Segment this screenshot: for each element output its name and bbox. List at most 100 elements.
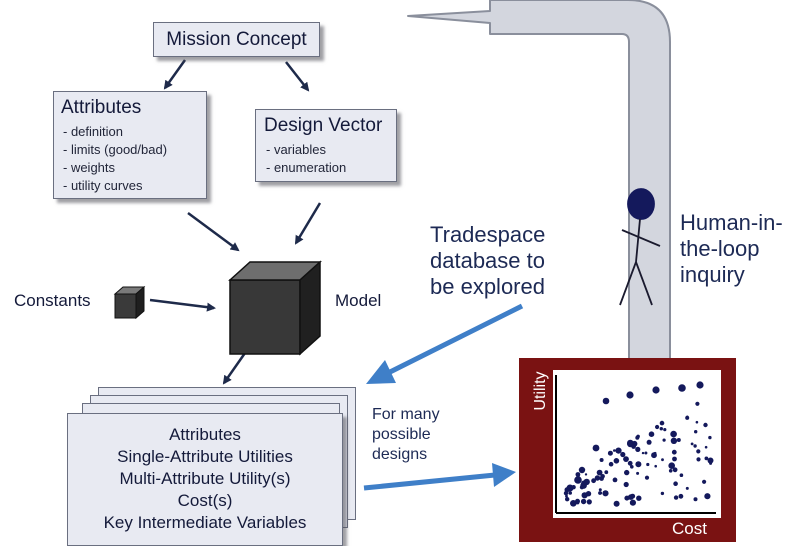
scatter-point — [584, 473, 588, 476]
scatter-point — [566, 484, 574, 492]
outputs-line: Single-Attribute Utilities — [117, 447, 293, 466]
design-vector-item: - variables — [266, 142, 326, 157]
scatter-point — [693, 444, 697, 448]
scatter-point — [672, 467, 678, 473]
scatter-point — [662, 438, 666, 442]
attributes-box: Attributes - definition - limits (good/b… — [53, 91, 207, 199]
scatter-point — [695, 420, 699, 424]
arrow-many-designs-head — [492, 463, 516, 487]
scatter-point — [660, 491, 665, 496]
model-label: Model — [335, 291, 382, 310]
scatter-point — [575, 501, 580, 505]
scatter-point — [629, 499, 637, 506]
scatter-point — [702, 479, 707, 484]
scatter-point — [648, 431, 655, 438]
outputs-line: Cost(s) — [177, 491, 233, 510]
scatter-point — [565, 494, 568, 498]
scatter-point — [696, 381, 704, 389]
arrow-tradespace-head — [366, 360, 396, 384]
scatter-point — [654, 464, 657, 468]
scatter-point — [678, 493, 684, 499]
scatter-point — [704, 456, 709, 461]
scatter-point — [581, 492, 588, 499]
scatter-point — [652, 386, 660, 394]
outputs-lines: Attributes Single-Attribute Utilities Mu… — [68, 424, 342, 534]
design-vector-items: - variables - enumeration — [266, 141, 346, 177]
scatter-point — [704, 445, 708, 449]
outputs-line: Key Intermediate Variables — [103, 513, 307, 532]
scatter-point — [661, 458, 664, 462]
scatter-point — [646, 439, 652, 445]
scatter-point — [591, 478, 596, 484]
arrow-model-to-outputs — [222, 352, 247, 385]
scatter-point — [613, 458, 620, 464]
scatter-point — [579, 485, 585, 490]
scatter-point — [597, 476, 600, 479]
scatter-point — [615, 447, 622, 454]
scatter-point — [635, 461, 642, 468]
scatter-point — [696, 449, 701, 454]
scatter-point — [583, 478, 590, 486]
scatter-point — [709, 461, 713, 465]
scatter-point — [659, 420, 665, 426]
scatter-point — [673, 495, 679, 500]
scatter-point — [623, 456, 629, 462]
scatter-point — [570, 500, 577, 507]
scatter-point — [578, 466, 586, 474]
scatter-point — [624, 495, 630, 501]
scatter-point — [678, 384, 686, 392]
human-loop-line: the-loop — [680, 236, 760, 261]
scatter-point — [659, 427, 663, 431]
scatter-point — [646, 462, 650, 467]
human-loop-label: Human-in- the-loop inquiry — [680, 210, 783, 288]
scatter-point — [694, 430, 698, 434]
scatter-point — [703, 422, 708, 428]
scatter-point — [623, 481, 629, 488]
scatter-point — [602, 490, 609, 497]
scatter-point — [693, 497, 698, 502]
scatter-point — [612, 477, 618, 483]
many-designs-label: For many possible designs — [372, 405, 440, 465]
design-vector-box: Design Vector - variables - enumeration — [255, 109, 397, 182]
tradespace-line: be explored — [430, 274, 545, 299]
design-vector-item: - enumeration — [266, 160, 347, 175]
design-vector-title: Design Vector — [264, 115, 383, 136]
scatter-point — [613, 449, 616, 452]
scatter-point — [596, 469, 603, 476]
many-designs-line: possible — [372, 426, 431, 443]
scatter-points — [563, 381, 714, 507]
tradespace-line: database to — [430, 248, 545, 273]
scatter-point — [644, 475, 650, 480]
mission-concept-box: Mission Concept — [153, 22, 320, 57]
scatter-point — [635, 435, 640, 440]
scatter-point — [604, 470, 609, 475]
scatter-point — [635, 446, 641, 452]
scatter-point — [574, 476, 582, 484]
arrow-mission-to-attributes — [163, 59, 187, 90]
scatter-point — [580, 498, 587, 505]
arrow-design-vector-to-model — [294, 202, 322, 245]
scatter-point — [568, 491, 572, 495]
arrow-mission-to-design-vector — [285, 61, 310, 92]
scatter-point — [670, 437, 678, 444]
scatter-point — [679, 473, 684, 478]
outputs-box: Attributes Single-Attribute Utilities Mu… — [67, 413, 343, 546]
attributes-item: - weights — [63, 160, 116, 175]
attributes-item: - limits (good/bad) — [63, 142, 168, 157]
scatter-point — [673, 481, 678, 487]
scatter-point — [663, 428, 667, 432]
human-loop-line: inquiry — [680, 262, 745, 287]
mission-concept-label: Mission Concept — [166, 29, 307, 50]
scatter-point — [636, 495, 642, 501]
scatter-point — [624, 469, 630, 476]
scatter-point — [598, 488, 602, 492]
scatter-point — [690, 442, 694, 446]
human-figure-icon — [619, 188, 661, 306]
scatter-point — [655, 424, 660, 430]
many-designs-line: For many — [372, 406, 440, 423]
scatter-point — [695, 401, 700, 406]
outputs-line: Multi-Attribute Utility(s) — [119, 469, 291, 488]
arrow-many-designs — [363, 472, 496, 491]
